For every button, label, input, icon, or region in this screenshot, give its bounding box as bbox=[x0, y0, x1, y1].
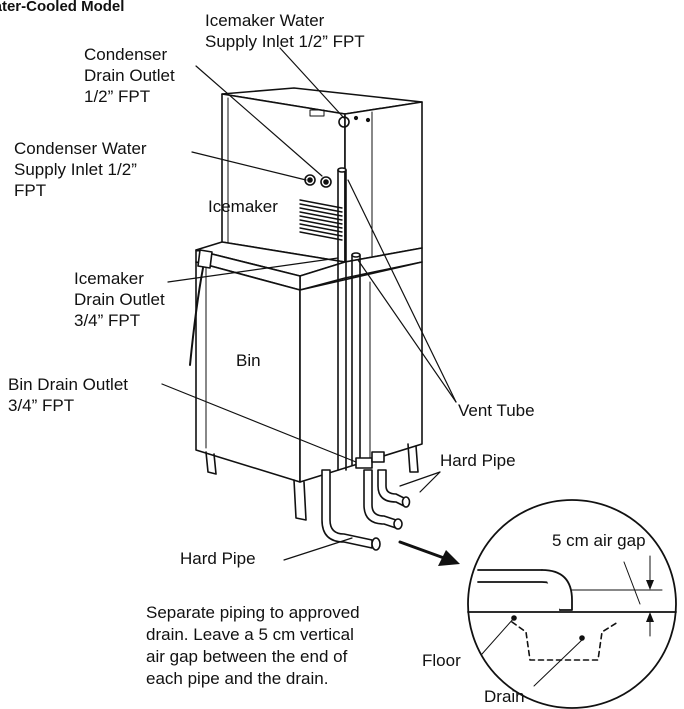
label-hard-pipe-bottom: Hard Pipe bbox=[180, 549, 256, 568]
label-air-gap: 5 cm air gap bbox=[552, 531, 646, 550]
label-icemaker-water-supply: Icemaker Water Supply Inlet 1/2” FPT bbox=[205, 11, 365, 51]
label-bin-drain-outlet: Bin Drain Outlet 3/4” FPT bbox=[8, 375, 128, 415]
label-hard-pipe-right: Hard Pipe bbox=[440, 451, 516, 470]
icemaker-unit bbox=[221, 87, 423, 263]
label-vent-tube: Vent Tube bbox=[458, 401, 535, 420]
page-title: Water-Cooled Model bbox=[0, 0, 125, 15]
installation-note: Separate piping to approved drain. Leave… bbox=[146, 603, 360, 688]
label-icemaker: Icemaker bbox=[208, 197, 278, 216]
label-floor: Floor bbox=[422, 651, 461, 670]
air-gap-detail bbox=[467, 499, 677, 709]
label-condenser-drain-outlet: Condenser Drain Outlet 1/2” FPT bbox=[84, 45, 175, 106]
label-condenser-water-supply: Condenser Water Supply Inlet 1/2” FPT bbox=[14, 139, 147, 200]
vent-tubes bbox=[337, 167, 361, 471]
label-icemaker-drain-outlet: Icemaker Drain Outlet 3/4” FPT bbox=[74, 269, 165, 330]
label-drain: Drain bbox=[484, 687, 525, 706]
leader-lines bbox=[161, 47, 457, 561]
detail-arrow bbox=[398, 540, 460, 566]
label-bin: Bin bbox=[236, 351, 261, 370]
bin-legs bbox=[205, 443, 419, 521]
ice-bin bbox=[189, 241, 423, 483]
vent-grille bbox=[299, 199, 343, 241]
drain-pipes bbox=[321, 451, 411, 551]
